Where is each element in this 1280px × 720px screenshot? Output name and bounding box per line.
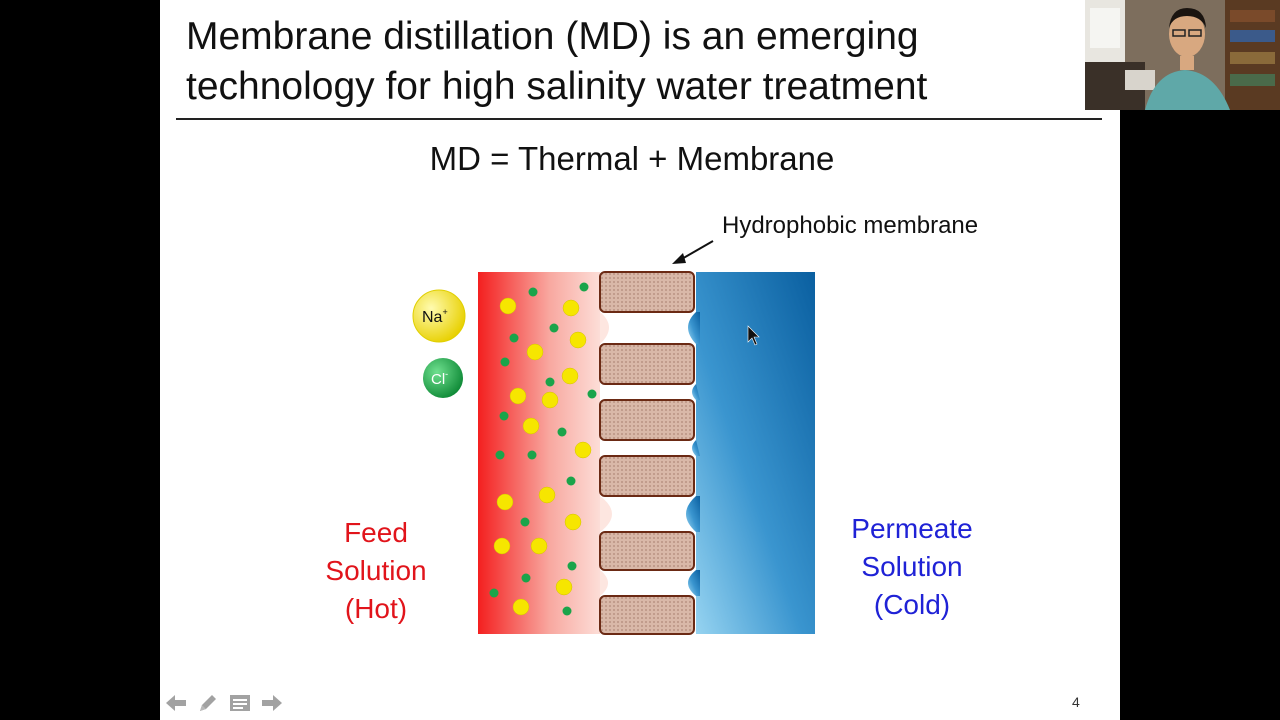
slide: Membrane distillation (MD) is an emergin… (160, 0, 1120, 720)
title-line-2: technology for high salinity water treat… (186, 65, 928, 108)
feed-bulges (600, 312, 612, 596)
membrane-pointer-head (672, 253, 686, 264)
pore-area (600, 272, 696, 634)
page-number: 4 (1072, 694, 1080, 710)
webcam-overlay (1085, 0, 1280, 110)
permeate-label-line: Permeate (851, 513, 973, 544)
pore-menisci (686, 312, 700, 596)
cl-ions (489, 282, 597, 616)
arrow-left-icon[interactable] (164, 690, 188, 716)
arrow-right-icon[interactable] (260, 690, 284, 716)
na-ions (493, 297, 592, 616)
membrane-label: Hydrophobic membrane (722, 212, 979, 239)
permeate-label-line: (Cold) (873, 589, 951, 620)
na-legend-label: Na+ (422, 307, 448, 326)
permeate-label-line: Solution (861, 551, 963, 582)
na-legend-icon (412, 289, 466, 343)
title-divider (176, 118, 1102, 120)
permeate-solution-label: Permeate Solution (Cold) (832, 510, 992, 624)
cl-legend-icon (423, 358, 463, 398)
slide-subtitle: MD = Thermal + Membrane (429, 140, 835, 177)
feed-label-line: (Hot) (344, 593, 408, 624)
slide-controls (164, 690, 284, 716)
title-line-1: Membrane distillation (MD) is an emergin… (186, 15, 919, 58)
cl-legend-label: Cl- (431, 369, 448, 388)
feed-label-line: Feed (344, 517, 408, 548)
slide-title: Membrane distillation (MD) is an emergin… (186, 12, 1086, 112)
md-diagram: Na+ Cl- (412, 240, 815, 635)
slides-menu-icon[interactable] (228, 690, 252, 716)
feed-solution-label: Feed Solution (Hot) (306, 514, 446, 628)
presenter-video (1085, 0, 1280, 110)
pen-icon[interactable] (196, 690, 220, 716)
membrane-blocks (599, 271, 695, 635)
mouse-cursor-icon (747, 325, 760, 346)
permeate-region (688, 272, 815, 634)
feed-label-line: Solution (325, 555, 427, 586)
membrane-pointer-line (679, 240, 714, 261)
